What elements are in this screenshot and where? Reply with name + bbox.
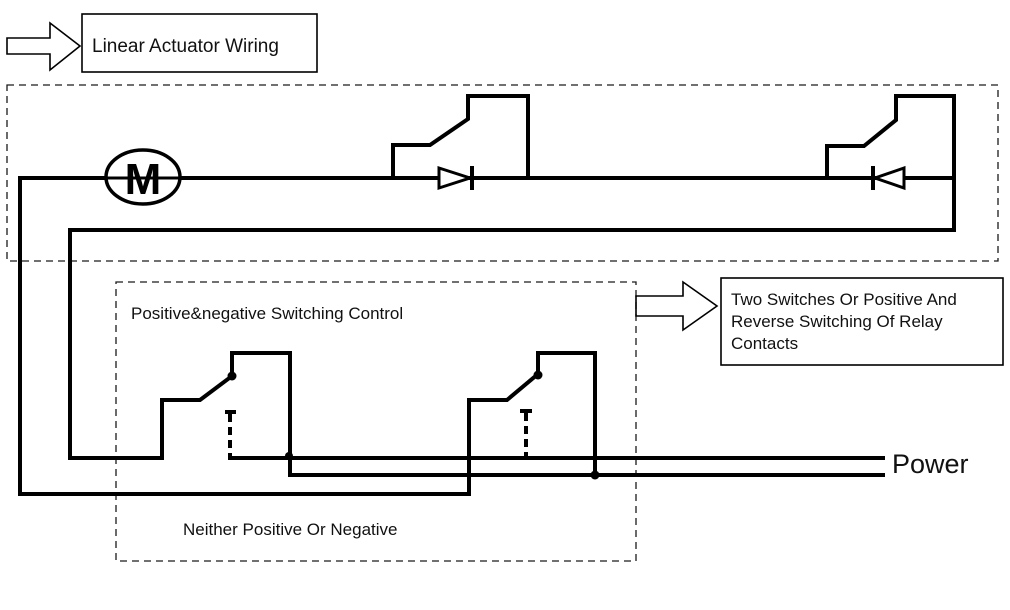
main-wire [18,176,956,496]
note-arrow-icon [635,280,719,332]
switch-arm [18,371,541,496]
title-label: Linear Actuator Wiring [92,36,279,57]
title-callout: Linear Actuator Wiring [6,13,318,73]
switch-pole [536,351,597,477]
motor-symbol: M [125,155,162,204]
diode-left-icon [870,165,906,191]
motor: M [104,148,182,206]
note-line-2: Reverse Switching Of Relay [731,312,943,331]
limit-switch-arm [825,94,956,180]
diode-right-icon [437,165,475,191]
switch-pole [230,351,292,477]
switch-arm [160,373,235,460]
control-title: Positive&negative Switching Control [131,304,403,323]
control-switch-2 [18,351,600,496]
power-rails [228,456,885,477]
title-box [81,13,318,73]
right-limit-switch [825,94,956,191]
pivot-dot [227,371,237,381]
note-box [720,277,1004,366]
pivot-dot [533,370,543,380]
actuator-region [6,84,999,262]
control-state-label: Neither Positive Or Negative [183,520,397,539]
note-line-3: Contacts [731,334,798,353]
motor-circuit [18,176,956,496]
note-callout: Two Switches Or Positive And Reverse Swi… [635,277,1004,366]
return-wire [68,176,956,460]
limit-switch-arm [391,94,530,180]
left-limit-switch [391,94,530,191]
note-line-1: Two Switches Or Positive And [731,290,957,309]
title-arrow-icon [6,21,82,72]
power-label: Power [892,449,969,479]
control-region [115,281,637,562]
